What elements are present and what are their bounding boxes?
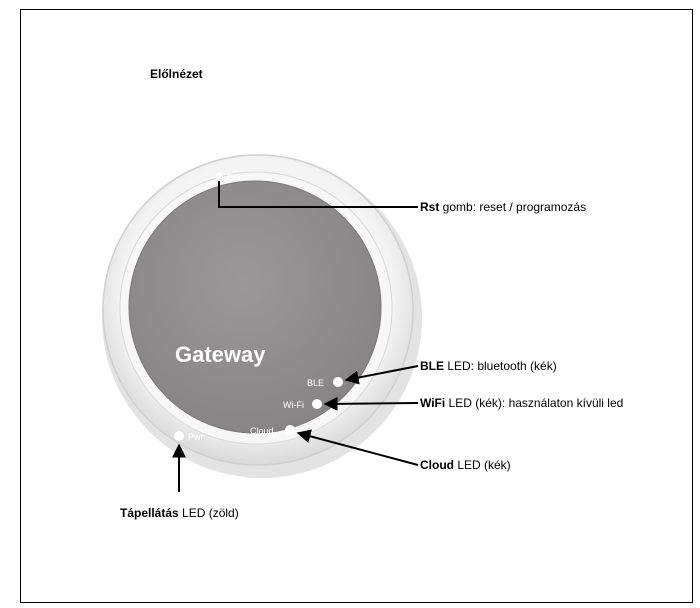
pwr-led-label: Pwr: [188, 432, 204, 442]
figure-title: Előlnézet: [150, 67, 203, 81]
pwr-callout-bold: Tápellátás: [120, 506, 179, 520]
rst-callout-text: gomb: reset / programozás: [439, 200, 587, 214]
cloud-callout: Cloud LED (kék): [420, 458, 511, 472]
cloud-led-dot: [285, 425, 295, 435]
rst-button-dot: [215, 172, 223, 180]
wifi-led-dot: [312, 399, 322, 409]
pwr-callout-text: LED (zöld): [178, 506, 239, 520]
ble-callout-bold: BLE: [420, 359, 444, 373]
device-face-rim: [128, 180, 382, 434]
ble-led-dot: [333, 377, 343, 387]
cloud-callout-text: LED (kék): [454, 458, 511, 472]
cloud-arrow: [296, 429, 419, 466]
wifi-led-label: Wi-Fi: [283, 400, 304, 410]
cloud-led-label: Cloud: [250, 426, 274, 436]
rst-led-label: Rst: [227, 172, 240, 182]
cloud-callout-bold: Cloud: [420, 458, 454, 472]
wifi-callout: WiFi LED (kék): használaton kívüli led: [420, 396, 623, 410]
gateway-label: Gateway: [175, 342, 266, 367]
ble-arrow: [344, 365, 419, 385]
rst-callout: Rst gomb: reset / programozás: [420, 200, 586, 214]
pwr-callout: Tápellátás LED (zöld): [120, 506, 239, 520]
wifi-arrow: [323, 396, 419, 411]
rst-leader-line: [218, 181, 418, 208]
rst-callout-bold: Rst: [420, 200, 440, 214]
ble-callout-text: LED: bluetooth (kék): [444, 359, 557, 373]
ble-callout: BLE LED: bluetooth (kék): [420, 359, 557, 373]
wifi-callout-bold: WiFi: [420, 396, 446, 410]
ble-led-label: BLE: [307, 378, 324, 388]
pwr-led-dot: [174, 431, 184, 441]
figure-frame: [20, 9, 693, 603]
device-face: [129, 181, 381, 433]
wifi-callout-text: LED (kék): használaton kívüli led: [445, 396, 624, 410]
